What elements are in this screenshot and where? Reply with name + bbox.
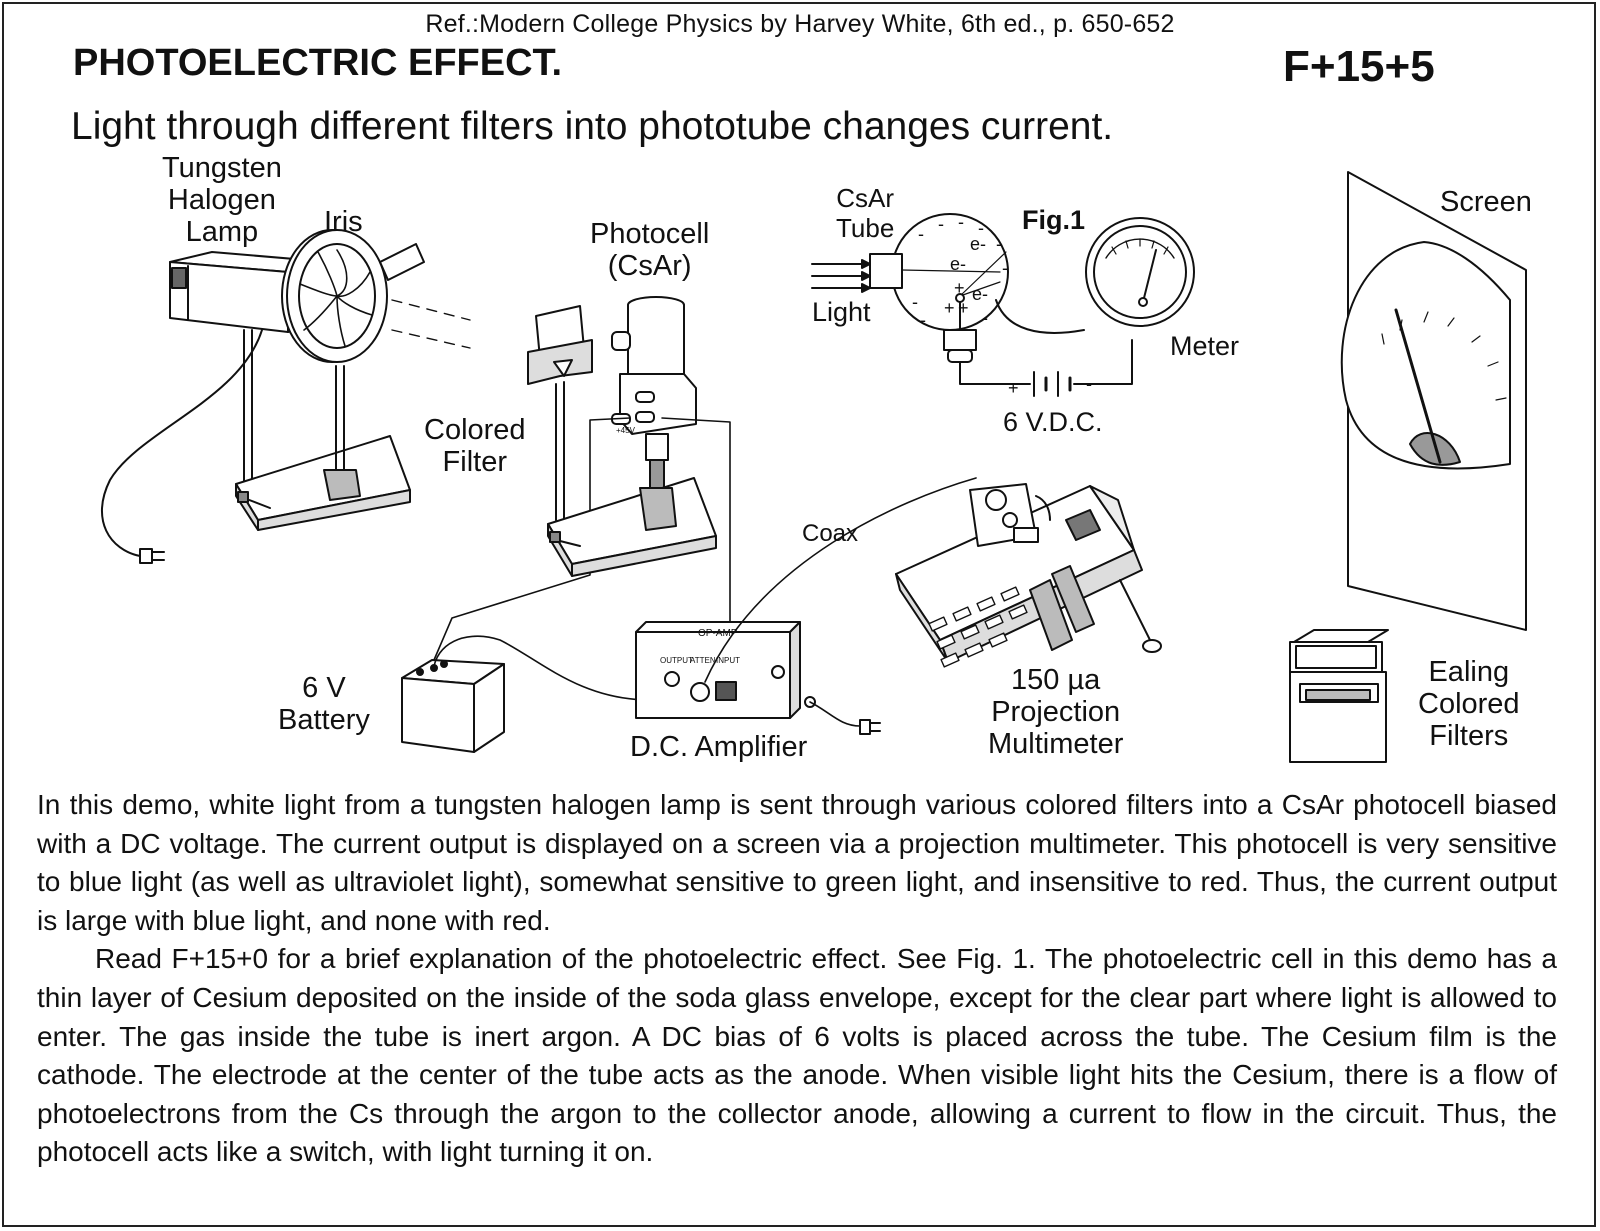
coax-label: Coax <box>802 520 859 547</box>
photocell-icon <box>434 297 730 672</box>
photocell-stand <box>548 478 716 576</box>
amplifier-icon <box>636 478 976 734</box>
electron-label: e- <box>972 284 989 304</box>
amp-atten-label: ATTEN <box>690 656 716 665</box>
page-title: PHOTOELECTRIC EFFECT. <box>73 42 563 84</box>
fig1-label: Fig.1 <box>1022 205 1086 235</box>
plus-sign: + <box>954 278 965 298</box>
page-subtitle: Light through different filters into pho… <box>71 105 1114 148</box>
amp-input-label: INPUT <box>716 656 740 665</box>
minus-sign: - <box>996 234 1002 254</box>
description: In this demo, white light from a tungste… <box>37 786 1557 1172</box>
description-paragraph-1: In this demo, white light from a tungste… <box>37 789 1557 936</box>
ealing-filters-icon <box>1290 630 1388 762</box>
reference-line: Ref.:Modern College Physics by Harvey Wh… <box>425 10 1175 38</box>
light-label: Light <box>812 297 871 327</box>
minus-sign: - <box>982 308 988 328</box>
minus-sign: - <box>912 292 918 312</box>
meter-label: Meter <box>1170 331 1240 361</box>
minus-sign: - <box>978 218 984 238</box>
electron-label: e- <box>970 234 987 254</box>
bias-label: +45V <box>616 426 635 435</box>
minus-sign: - <box>1002 258 1008 278</box>
iris-icon <box>282 230 470 500</box>
plus-sign: + <box>958 298 969 318</box>
screen-label: Screen <box>1440 186 1532 218</box>
iris-label: Iris <box>324 206 363 238</box>
projection-screen-icon <box>1342 172 1526 630</box>
battery-icon <box>402 636 650 752</box>
vdc-label: 6 V.D.C. <box>1003 407 1103 437</box>
electron-label: e- <box>950 254 967 274</box>
colored-filter-icon <box>528 306 592 520</box>
demo-code: F+15+5 <box>1283 42 1435 91</box>
lamp-stand <box>236 330 410 530</box>
minus-sign: - <box>938 214 944 234</box>
battery-minus-sign: - <box>1086 374 1092 394</box>
op-amp-label: OP-AMP <box>698 628 738 639</box>
minus-sign: - <box>918 224 924 244</box>
projection-multimeter-icon <box>896 484 1161 667</box>
amplifier-label: D.C. Amplifier <box>630 731 808 763</box>
minus-sign: - <box>920 310 926 330</box>
plus-sign: + <box>944 298 955 318</box>
fig1-schematic <box>812 214 1194 396</box>
apparatus-diagram <box>0 0 1600 780</box>
photocell-label: Photocell(CsAr) <box>590 218 710 282</box>
battery-plus-sign: + <box>1008 378 1019 398</box>
minus-sign: - <box>958 212 964 232</box>
amp-output-label: OUTPUT <box>660 656 693 665</box>
description-paragraph-2: Read F+15+0 for a brief explanation of t… <box>37 943 1557 1168</box>
